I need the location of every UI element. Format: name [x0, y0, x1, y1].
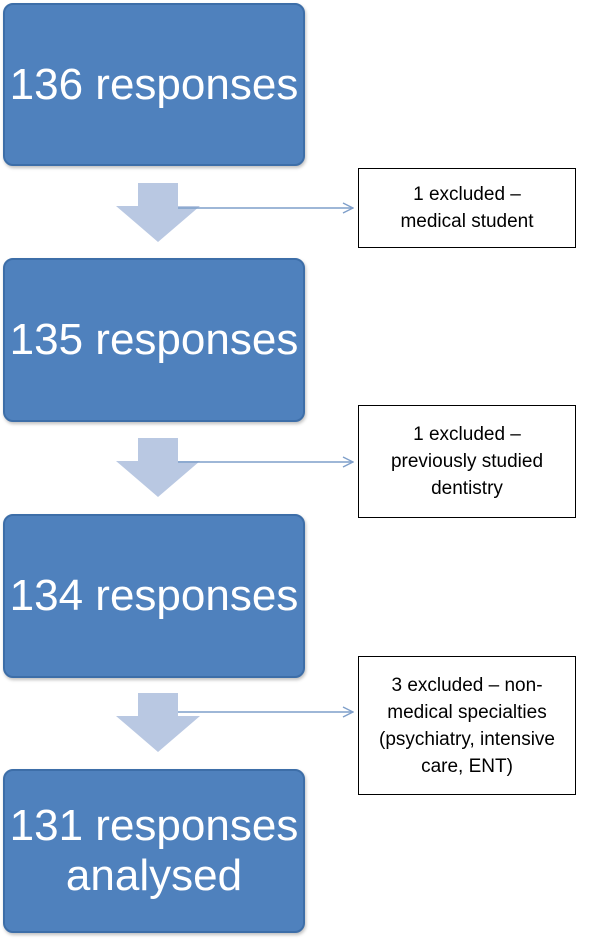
stage-1-line-1: 136 responses	[9, 59, 299, 109]
stage-4-line-2: analysed	[65, 851, 243, 900]
exclusion-3-line-4: care, ENT)	[421, 755, 513, 777]
stage-box-1: 136 responses	[3, 3, 305, 166]
exclusion-2-line-3: dentistry	[431, 478, 503, 499]
stage-box-4: 131 responses analysed	[3, 769, 305, 933]
down-arrow-3	[116, 693, 200, 752]
exclusion-3-line-1: 3 excluded – non-	[391, 674, 543, 696]
exclusion-note-2: 1 excluded – previously studied dentistr…	[358, 405, 576, 518]
exclusion-note-3: 3 excluded – non- medical specialties (p…	[358, 656, 576, 795]
down-arrow-2	[116, 438, 200, 497]
stage-2-line-1: 135 responses	[9, 315, 299, 364]
exclusion-1-line-1: 1 excluded –	[413, 184, 521, 205]
exclusion-3-line-2: medical specialties	[387, 701, 547, 723]
exclusion-3-line-3: (psychiatry, intensive	[379, 728, 555, 750]
down-arrow-1	[116, 183, 200, 242]
exclusion-1-line-2: medical student	[400, 211, 534, 232]
stage-box-2: 135 responses	[3, 258, 305, 422]
exclusion-2-line-2: previously studied	[390, 451, 544, 472]
stage-box-3: 134 responses	[3, 514, 305, 678]
exclusion-note-1: 1 excluded – medical student	[358, 168, 576, 248]
exclusion-2-line-1: 1 excluded –	[413, 424, 521, 445]
stage-3-line-1: 134 responses	[9, 571, 299, 620]
stage-4-line-1: 131 responses	[9, 801, 299, 850]
